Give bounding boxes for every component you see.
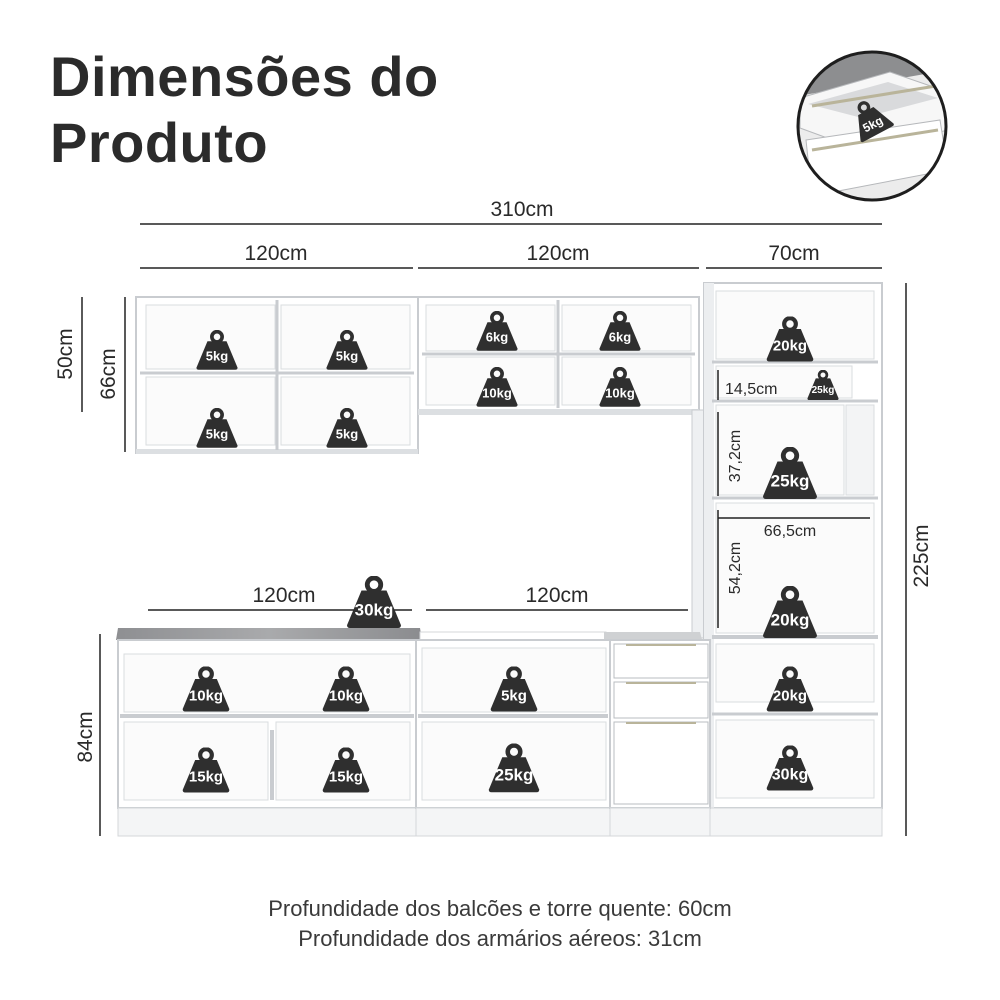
weight-label: 20kg bbox=[773, 338, 807, 355]
weight-icon: 25kg bbox=[806, 370, 840, 400]
weight-label: 20kg bbox=[773, 688, 807, 705]
weight-icon: 20kg bbox=[763, 588, 817, 638]
drawer-cabinet bbox=[609, 639, 711, 837]
weight-label: 6kg bbox=[486, 329, 508, 344]
weight-label: 5kg bbox=[501, 688, 527, 705]
dimension-labels: 310cm 120cm 120cm 70cm 50cm 66cm 120cm 1… bbox=[54, 198, 933, 763]
weight-label: 15kg bbox=[189, 769, 223, 786]
weight-label: 5kg bbox=[336, 348, 358, 363]
upper-middle-width-label: 120cm bbox=[526, 242, 589, 265]
upper-middle-cabinet bbox=[417, 296, 700, 415]
weight-label: 5kg bbox=[336, 426, 358, 441]
weight-label: 10kg bbox=[189, 688, 223, 705]
weight-label: 25kg bbox=[771, 472, 810, 491]
weight-label: 25kg bbox=[495, 766, 534, 785]
weight-label: 5kg bbox=[206, 348, 228, 363]
weight-label: 10kg bbox=[605, 385, 635, 400]
weight-label: 30kg bbox=[355, 601, 394, 620]
weight-icons: 5kg 5kg 5kg 5kg 6kg 6kg 10kg 10kg 30kg 20kg 25kg 25… bbox=[183, 311, 840, 793]
niche-tall-height-label: 54,2cm bbox=[727, 542, 744, 594]
weight-label: 15kg bbox=[329, 769, 363, 786]
weight-icon: 15kg bbox=[323, 749, 370, 792]
weight-icon: 6kg bbox=[475, 311, 519, 351]
lower-height-label: 84cm bbox=[74, 711, 97, 762]
dimension-lines bbox=[81, 223, 907, 836]
weight-icon: 5kg bbox=[325, 330, 369, 370]
footer-line-1: Profundidade dos balcões e torre quente:… bbox=[268, 896, 732, 921]
page-title: Dimensões do Produto bbox=[50, 44, 439, 176]
weight-icon: 25kg bbox=[763, 449, 817, 499]
weight-icon: 25kg bbox=[489, 746, 539, 793]
title-line-1: Dimensões do bbox=[50, 45, 439, 108]
weight-label: 25kg bbox=[812, 385, 835, 396]
weight-icon: 30kg bbox=[767, 747, 814, 790]
weight-icon: 30kg bbox=[347, 578, 401, 628]
upper-outer-height-label: 66cm bbox=[97, 348, 120, 399]
weight-icon: 6kg bbox=[598, 311, 642, 351]
drawer-detail-inset: 5kg bbox=[796, 50, 948, 202]
lower-left-cabinet bbox=[117, 639, 417, 837]
weight-label: 6kg bbox=[609, 329, 631, 344]
inset-weight-icon: 5kg bbox=[843, 92, 897, 145]
niche-mid-height-label: 37,2cm bbox=[727, 430, 744, 482]
weight-icon: 5kg bbox=[491, 668, 538, 711]
weight-label: 5kg bbox=[206, 426, 228, 441]
countertop bbox=[116, 628, 702, 641]
weight-icon: 10kg bbox=[475, 367, 519, 407]
weight-icon: 10kg bbox=[323, 668, 370, 711]
weight-label: 10kg bbox=[482, 385, 512, 400]
tower-cabinet bbox=[691, 282, 883, 837]
weight-icon: 10kg bbox=[598, 367, 642, 407]
total-width-label: 310cm bbox=[490, 198, 553, 221]
weight-icon: 5kg bbox=[195, 408, 239, 448]
upper-inner-height-label: 50cm bbox=[54, 328, 77, 379]
weight-icon: 5kg bbox=[325, 408, 369, 448]
lower-left-width-label: 120cm bbox=[252, 584, 315, 607]
lower-middle-width-label: 120cm bbox=[525, 584, 588, 607]
weight-icon: 20kg bbox=[767, 318, 814, 361]
weight-icon: 5kg bbox=[195, 330, 239, 370]
weight-icon: 15kg bbox=[183, 749, 230, 792]
niche-width-label: 66,5cm bbox=[764, 523, 816, 540]
title-line-2: Produto bbox=[50, 111, 269, 174]
upper-left-width-label: 120cm bbox=[244, 242, 307, 265]
niche-small-height-label: 14,5cm bbox=[725, 381, 777, 398]
weight-label: 10kg bbox=[329, 688, 363, 705]
weight-label: 20kg bbox=[771, 611, 810, 630]
weight-label: 30kg bbox=[772, 767, 808, 784]
tower-width-label: 70cm bbox=[768, 242, 819, 265]
weight-icon: 20kg bbox=[767, 668, 814, 711]
tower-height-label: 225cm bbox=[910, 524, 933, 587]
weight-icon: 10kg bbox=[183, 668, 230, 711]
footer-line-2: Profundidade dos armários aéreos: 31cm bbox=[298, 926, 702, 951]
upper-left-cabinet bbox=[135, 296, 419, 454]
